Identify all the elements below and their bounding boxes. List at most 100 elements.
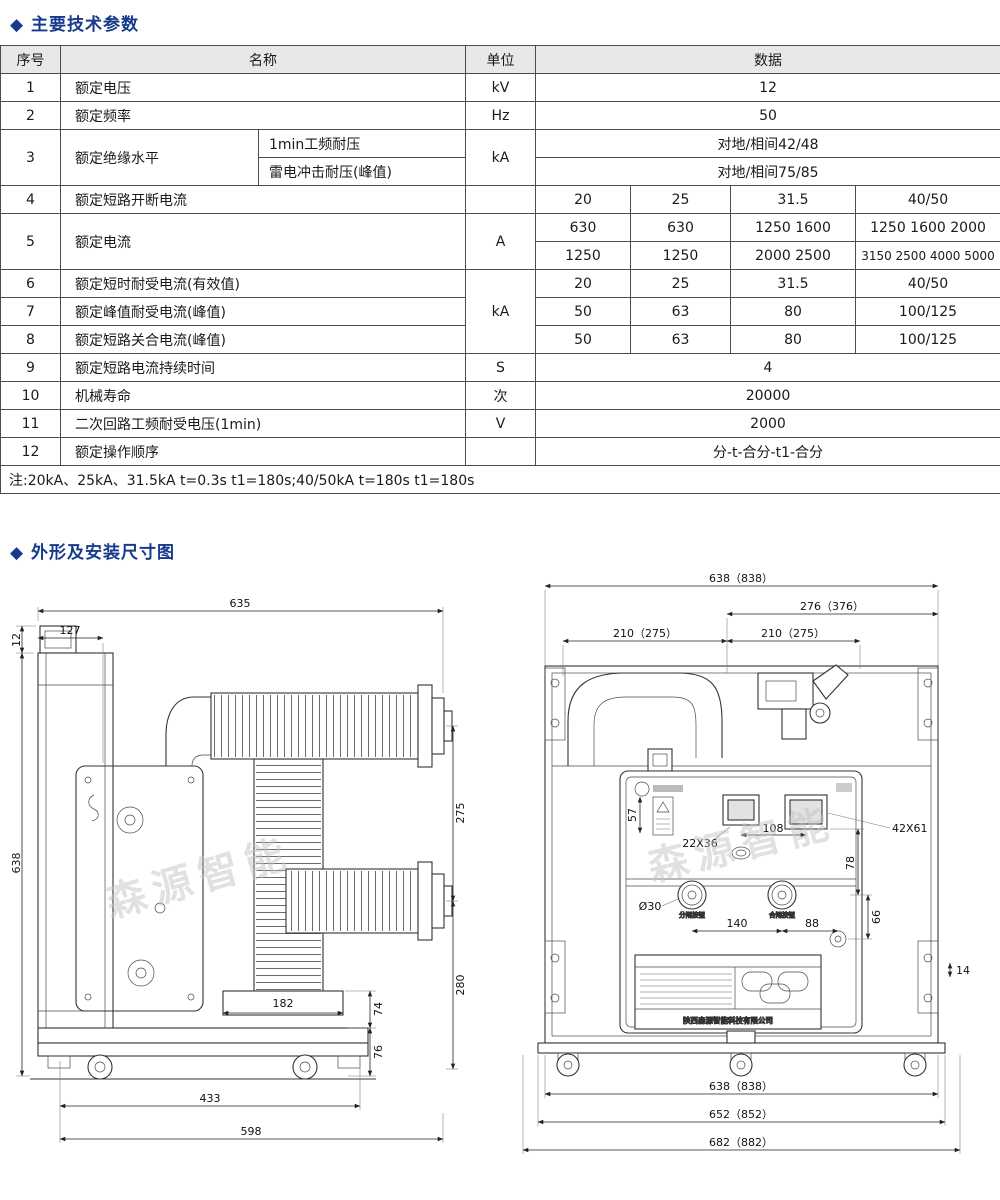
cell-unit (466, 186, 536, 214)
table-row: 9 额定短路电流持续时间 S 4 (1, 354, 1000, 382)
cell-unit: kV (466, 74, 536, 102)
dim-42x61: 42X61 (892, 822, 928, 835)
cell-no: 1 (1, 74, 61, 102)
cell-name: 额定操作顺序 (61, 438, 466, 466)
cell-data: 12 (536, 74, 1000, 102)
dim-433: 433 (200, 1092, 221, 1105)
cell-data: 50 (536, 102, 1000, 130)
dim-652-852: 652（852） (709, 1108, 773, 1121)
dim-638-838-top: 638（838） (709, 573, 773, 585)
cell-no: 4 (1, 186, 61, 214)
dim-phi30: Ø30 (639, 900, 662, 913)
dim-276-376: 276（376） (800, 600, 864, 613)
table-header-row: 序号 名称 单位 数据 (1, 46, 1000, 74)
cell-data: 50 (536, 298, 631, 326)
cell-name: 额定电流 (61, 214, 466, 270)
dim-66: 66 (870, 910, 883, 924)
cell-name: 额定短时耐受电流(有效值) (61, 270, 466, 298)
table-row: 3 额定绝缘水平 1min工频耐压 kA 对地/相间42/48 (1, 130, 1000, 158)
cell-data: 630 (631, 214, 731, 242)
cell-data: 2000 (536, 410, 1000, 438)
cell-data: 对地/相间42/48 (536, 130, 1000, 158)
cell-no: 6 (1, 270, 61, 298)
table-row: 1 额定电压 kV 12 (1, 74, 1000, 102)
cell-data: 25 (631, 270, 731, 298)
open-button[interactable] (678, 881, 706, 909)
header-no: 序号 (1, 46, 61, 74)
dim-76: 76 (372, 1045, 385, 1059)
nameplate-company: 陕西森源智能科技有限公司 (683, 1015, 773, 1025)
dim-598: 598 (241, 1125, 262, 1138)
table-row: 5 额定电流 A 630 630 1250 1600 1250 1600 200… (1, 214, 1000, 242)
cell-data: 20000 (536, 382, 1000, 410)
cell-name: 额定频率 (61, 102, 466, 130)
cell-unit: V (466, 410, 536, 438)
dim-140: 140 (727, 917, 748, 930)
cell-data: 2000 2500 (731, 242, 856, 270)
cell-unit: S (466, 354, 536, 382)
cell-data: 20 (536, 186, 631, 214)
cell-name: 额定短路关合电流(峰值) (61, 326, 466, 354)
table-note: 注:20kA、25kA、31.5kA t=0.3s t1=180s;40/50k… (1, 466, 1000, 494)
cell-data: 分-t-合分-t1-合分 (536, 438, 1000, 466)
cell-no: 5 (1, 214, 61, 270)
cell-data: 20 (536, 270, 631, 298)
cell-data: 对地/相间75/85 (536, 158, 1000, 186)
section-title-dimensions: ◆ 外形及安装尺寸图 (10, 538, 1000, 563)
dim-182: 182 (273, 997, 294, 1010)
table-row: 10 机械寿命 次 20000 (1, 382, 1000, 410)
cell-data: 1250 (536, 242, 631, 270)
breaker-front-outline: 分闸按钮 合闸按钮 (538, 665, 945, 1076)
dimensions-section: ◆ 外形及安装尺寸图 (0, 538, 1000, 1163)
cell-data: 40/50 (856, 186, 1000, 214)
cell-no: 11 (1, 410, 61, 438)
dim-682-882: 682（882） (709, 1136, 773, 1149)
table-row: 2 额定频率 Hz 50 (1, 102, 1000, 130)
cell-unit: 次 (466, 382, 536, 410)
cell-data: 31.5 (731, 270, 856, 298)
cell-subname: 1min工频耐压 (259, 130, 466, 158)
dim-78: 78 (844, 856, 857, 870)
lower-bushing (286, 862, 452, 940)
cell-data: 3150 2500 4000 5000 (856, 242, 1000, 270)
close-button[interactable] (768, 881, 796, 909)
cell-data: 31.5 (731, 186, 856, 214)
cell-data: 100/125 (856, 298, 1000, 326)
dim-638-838-bottom: 638（838） (709, 1080, 773, 1093)
dim-638: 638 (10, 853, 23, 874)
params-section: ◆ 主要技术参数 序号 名称 单位 数据 1 额定电压 kV 12 2 额定频率… (0, 10, 1000, 494)
cell-no: 12 (1, 438, 61, 466)
table-row: 6 额定短时耐受电流(有效值) kA 20 25 31.5 40/50 (1, 270, 1000, 298)
cell-data: 25 (631, 186, 731, 214)
cell-name: 额定绝缘水平 (61, 130, 259, 186)
table-row: 11 二次回路工频耐受电压(1min) V 2000 (1, 410, 1000, 438)
spec-table: 序号 名称 单位 数据 1 额定电压 kV 12 2 额定频率 Hz 50 3 … (0, 45, 1000, 494)
cell-data: 80 (731, 326, 856, 354)
cell-data: 630 (536, 214, 631, 242)
cell-no: 7 (1, 298, 61, 326)
nameplate: 陕西森源智能科技有限公司 (635, 955, 821, 1029)
cell-name: 额定短路电流持续时间 (61, 354, 466, 382)
open-button-label: 分闸按钮 (679, 910, 706, 919)
cell-no: 10 (1, 382, 61, 410)
cell-unit (466, 438, 536, 466)
cell-data: 50 (536, 326, 631, 354)
dim-280: 280 (454, 975, 467, 996)
dim-210-275-right: 210（275） (761, 627, 825, 640)
dim-88: 88 (805, 917, 819, 930)
table-row: 4 额定短路开断电流 20 25 31.5 40/50 (1, 186, 1000, 214)
dim-12: 12 (10, 633, 23, 647)
cell-no: 3 (1, 130, 61, 186)
dim-14: 14 (956, 964, 970, 977)
header-name: 名称 (61, 46, 466, 74)
cell-no: 8 (1, 326, 61, 354)
dim-275: 275 (454, 803, 467, 824)
cell-data: 4 (536, 354, 1000, 382)
header-data: 数据 (536, 46, 1000, 74)
dim-74: 74 (372, 1002, 385, 1016)
table-row: 12 额定操作顺序 分-t-合分-t1-合分 (1, 438, 1000, 466)
cell-unit: kA (466, 270, 536, 354)
cell-data: 80 (731, 298, 856, 326)
table-note-row: 注:20kA、25kA、31.5kA t=0.3s t1=180s;40/50k… (1, 466, 1000, 494)
drawing-front-view: 分闸按钮 合闸按钮 (520, 573, 990, 1163)
